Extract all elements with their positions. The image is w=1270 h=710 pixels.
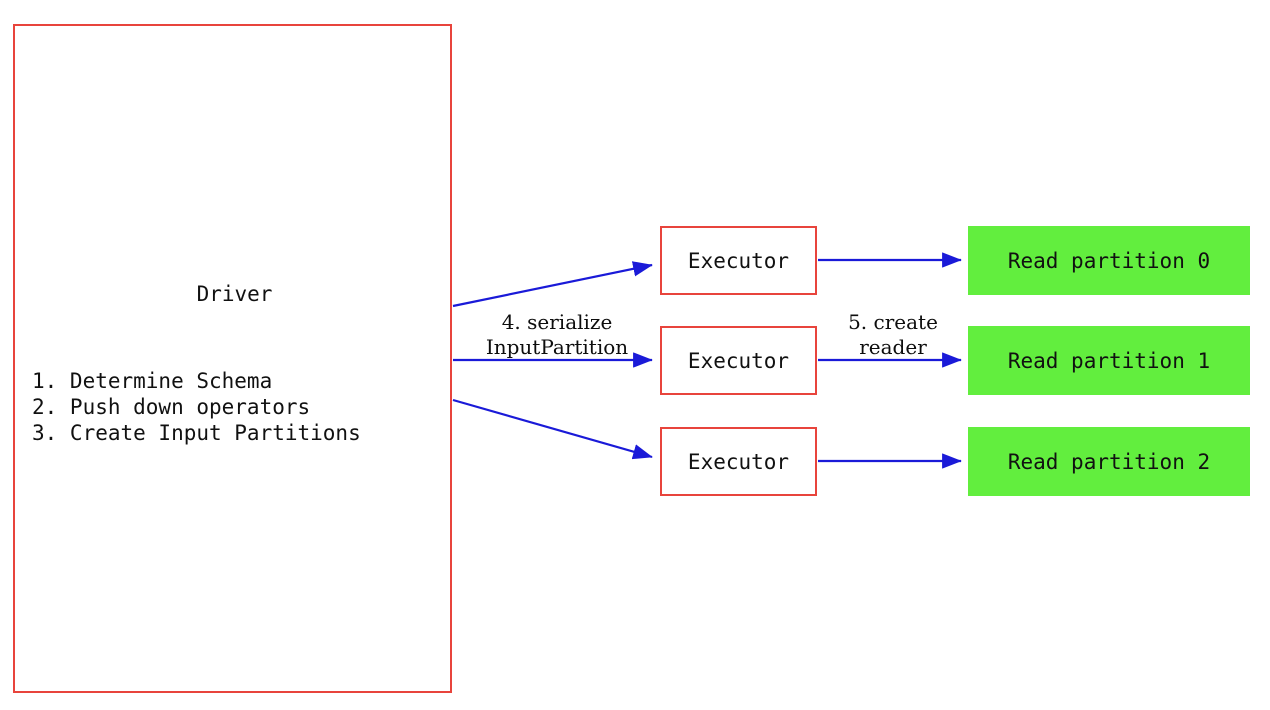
driver-steps-list: 1. Determine Schema 2. Push down operato… xyxy=(32,369,361,445)
edge-label-create-reader: 5. create reader xyxy=(848,310,938,359)
executor-box-0: Executor xyxy=(660,226,817,295)
driver-box: Driver 1. Determine Schema 2. Push down … xyxy=(13,24,452,693)
arrow-driver-to-executor-0 xyxy=(452,261,653,308)
executor-box-1: Executor xyxy=(660,326,817,395)
driver-title: Driver xyxy=(196,282,273,306)
edge-label-serialize-inputpartition: 4. serialize InputPartition xyxy=(485,310,629,359)
arrow-driver-to-executor-2 xyxy=(452,398,653,460)
executor-box-2: Executor xyxy=(660,427,817,496)
read-partition-box-1: Read partition 1 xyxy=(968,326,1250,395)
read-partition-box-0: Read partition 0 xyxy=(968,226,1250,295)
read-partition-box-2: Read partition 2 xyxy=(968,427,1250,496)
